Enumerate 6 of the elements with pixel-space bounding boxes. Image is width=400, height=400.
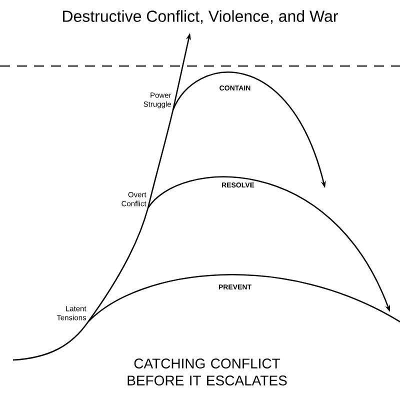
curve-line [87,208,149,322]
caption-text: CATCHING CONFLICT BEFORE IT ESCALATES [128,358,287,386]
curve-line [12,322,89,361]
curve-line [88,274,400,324]
heading-text: Destructive Conflict, Violence, and War [63,10,338,24]
curve-line [147,110,174,208]
